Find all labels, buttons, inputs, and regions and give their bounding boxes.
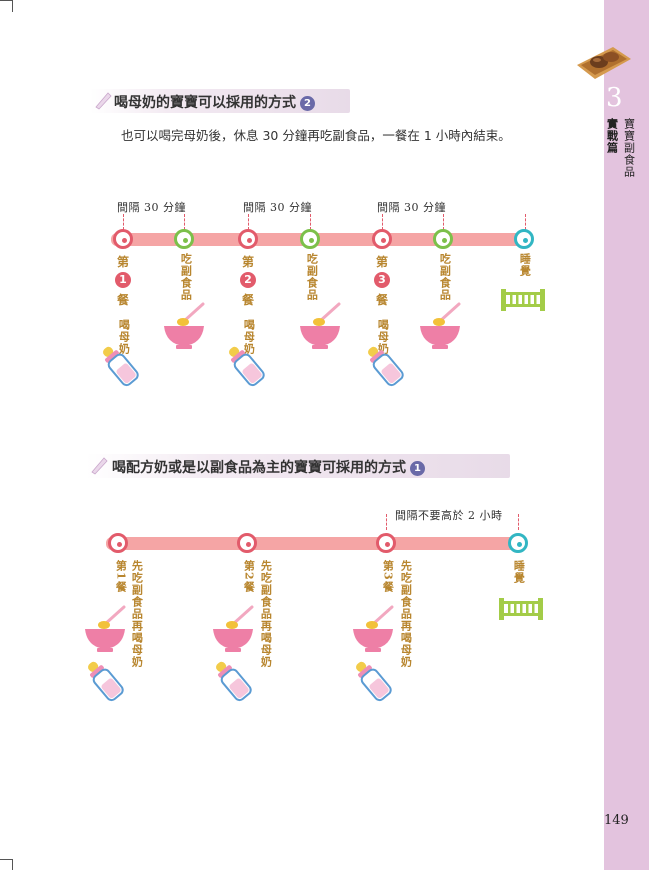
- meal-order-label: 第3餐: [381, 560, 395, 593]
- interval-tick: [248, 214, 249, 230]
- meal-node: [108, 533, 128, 553]
- bread-basket-icon: [577, 47, 631, 79]
- chapter-number: 3: [606, 83, 623, 113]
- interval-label: 間隔 30 分鐘: [117, 201, 186, 214]
- crib-icon: [501, 289, 545, 311]
- meal-order-suffix: 餐: [242, 293, 255, 307]
- section-number-badge: 2: [300, 96, 315, 111]
- meal-order-suffix: 餐: [117, 293, 130, 307]
- meal-action-label: 喝母奶: [376, 319, 390, 355]
- interval-tick: [382, 214, 383, 230]
- meal-node: [113, 229, 133, 249]
- sleep-label: 睡覺: [512, 560, 526, 584]
- meal-order-label: 第1餐: [114, 560, 128, 593]
- solid-food-label: 吃副食品: [305, 253, 319, 301]
- food-bowl-icon: [300, 302, 341, 349]
- meal-action-label: 先吃副食品再喝母奶: [130, 560, 144, 668]
- baby-bottle-icon: [356, 661, 392, 702]
- meal-number-badge: 3: [374, 272, 390, 288]
- solid-food-label: 吃副食品: [438, 253, 452, 301]
- meal-node: [237, 533, 257, 553]
- crop-mark: [0, 0, 12, 1]
- meal-order-prefix: 第: [117, 255, 130, 269]
- baby-bottle-icon: [216, 661, 252, 702]
- interval-tick: [310, 214, 311, 230]
- solid-food-node: [174, 229, 194, 249]
- meal-action-label: 喝母奶: [242, 319, 256, 355]
- pen-icon: [95, 92, 112, 110]
- crib-icon: [499, 598, 543, 620]
- interval-tick: [386, 514, 387, 530]
- baby-bottle-icon: [368, 346, 404, 387]
- food-bowl-icon: [164, 302, 205, 349]
- crop-mark: [0, 859, 12, 860]
- section-description: 也可以喝完母奶後，休息 30 分鐘再吃副食品，一餐在 1 小時內結束。: [121, 128, 511, 143]
- meal-node: [238, 229, 258, 249]
- baby-bottle-icon: [88, 661, 124, 702]
- food-bowl-icon: [420, 302, 461, 349]
- interval-label: 間隔 30 分鐘: [377, 201, 446, 214]
- meal-action-label: 先吃副食品再喝母奶: [259, 560, 273, 668]
- chapter-label: 實戰篇: [605, 118, 619, 154]
- food-bowl-icon: [85, 605, 126, 652]
- meal-action-label: 先吃副食品再喝母奶: [399, 560, 413, 668]
- baby-bottle-icon: [229, 346, 265, 387]
- meal-order-label: 第2餐: [242, 560, 256, 593]
- interval-label: 間隔 30 分鐘: [243, 201, 312, 214]
- chapter-title: 寶寶副食品: [622, 118, 636, 178]
- meal-number-badge: 1: [115, 272, 131, 288]
- food-bowl-icon: [353, 605, 394, 652]
- section-header-bar: [86, 454, 510, 478]
- crop-mark: [12, 859, 13, 870]
- meal-number-badge: 2: [240, 272, 256, 288]
- sleep-label: 睡覺: [518, 253, 532, 277]
- baby-bottle-icon: [103, 346, 139, 387]
- interval-tick: [184, 214, 185, 230]
- section-number-badge: 1: [410, 461, 425, 476]
- chapter-sidebar: [604, 0, 649, 870]
- meal-order-prefix: 第: [376, 255, 389, 269]
- section-title-text: 喝母奶的寶寶可以採用的方式: [114, 95, 296, 111]
- interval-tick: [123, 214, 124, 230]
- sleep-node: [508, 533, 528, 553]
- page-number: 149: [604, 813, 629, 828]
- section-title: 喝母奶的寶寶可以採用的方式 2: [114, 92, 315, 112]
- sleep-node: [514, 229, 534, 249]
- section-title: 喝配方奶或是以副食品為主的寶寶可採用的方式 1: [112, 457, 425, 477]
- timeline-track: [106, 537, 522, 550]
- pen-icon: [91, 457, 108, 475]
- solid-food-node: [300, 229, 320, 249]
- food-bowl-icon: [213, 605, 254, 652]
- meal-order-suffix: 餐: [376, 293, 389, 307]
- meal-node: [372, 229, 392, 249]
- solid-food-node: [433, 229, 453, 249]
- meal-order-prefix: 第: [242, 255, 255, 269]
- solid-food-label: 吃副食品: [179, 253, 193, 301]
- section-title-text: 喝配方奶或是以副食品為主的寶寶可採用的方式: [112, 460, 406, 476]
- meal-action-label: 喝母奶: [117, 319, 131, 355]
- meal-node: [376, 533, 396, 553]
- interval-tick: [525, 214, 526, 230]
- interval-tick: [443, 214, 444, 230]
- crop-mark: [12, 0, 13, 12]
- interval-tick: [518, 514, 519, 530]
- interval-label: 間隔不要高於 2 小時: [395, 509, 503, 522]
